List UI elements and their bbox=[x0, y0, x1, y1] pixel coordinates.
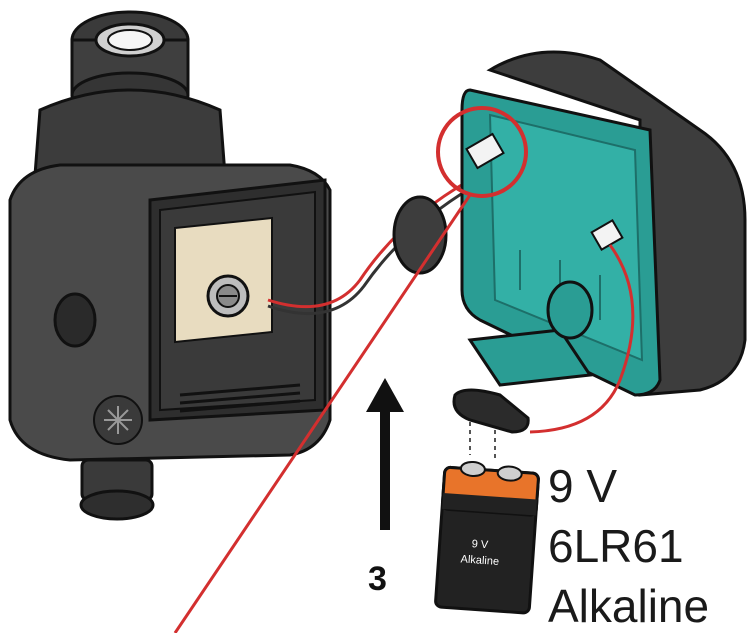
highlight-callout bbox=[173, 106, 528, 633]
contact-plate bbox=[174, 216, 273, 344]
water-timer-body bbox=[8, 10, 332, 521]
battery-type-spec: 6LR61 bbox=[548, 520, 684, 572]
battery-voltage-spec: 9 V bbox=[548, 460, 617, 512]
9v-battery: 9 V Alkaline bbox=[434, 460, 540, 615]
battery-clip bbox=[452, 388, 530, 460]
battery-chemistry-spec: Alkaline bbox=[548, 580, 709, 632]
up-arrow-icon bbox=[366, 378, 404, 530]
battery-chemistry-label: Alkaline bbox=[460, 553, 499, 568]
step-number: 3 bbox=[368, 560, 387, 598]
battery-cover bbox=[392, 50, 747, 434]
battery-voltage-label: 9 V bbox=[471, 538, 489, 551]
